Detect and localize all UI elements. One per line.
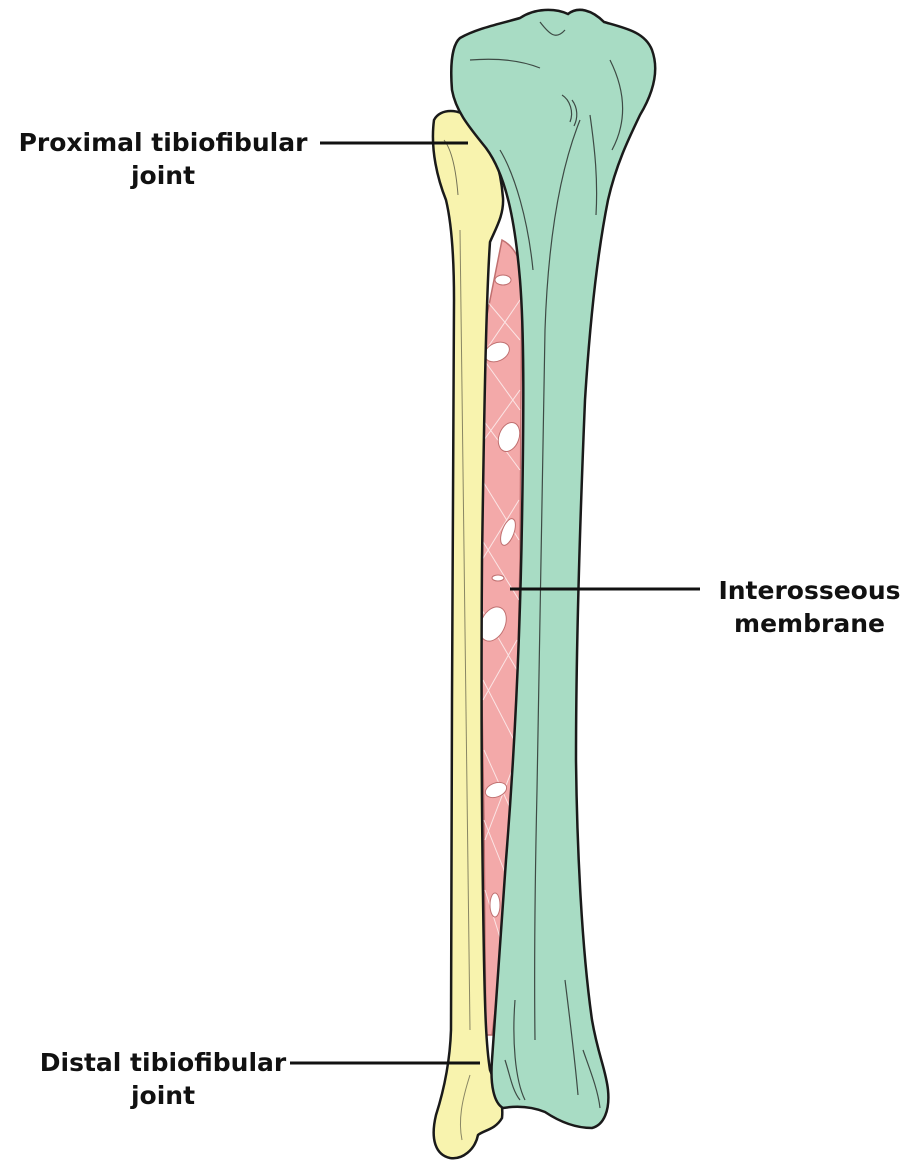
label-interosseous-line1: Interosseous <box>712 574 907 607</box>
label-distal-tibiofibular-joint: Distal tibiofibular joint <box>38 1046 288 1112</box>
label-distal-line1: Distal tibiofibular <box>38 1046 288 1079</box>
label-proximal-tibiofibular-joint: Proximal tibiofibular joint <box>18 126 308 192</box>
label-distal-line2: joint <box>38 1079 288 1112</box>
label-interosseous-line2: membrane <box>712 607 907 640</box>
label-proximal-line1: Proximal tibiofibular <box>18 126 308 159</box>
label-interosseous-membrane: Interosseous membrane <box>712 574 907 640</box>
label-proximal-line2: joint <box>18 159 308 192</box>
